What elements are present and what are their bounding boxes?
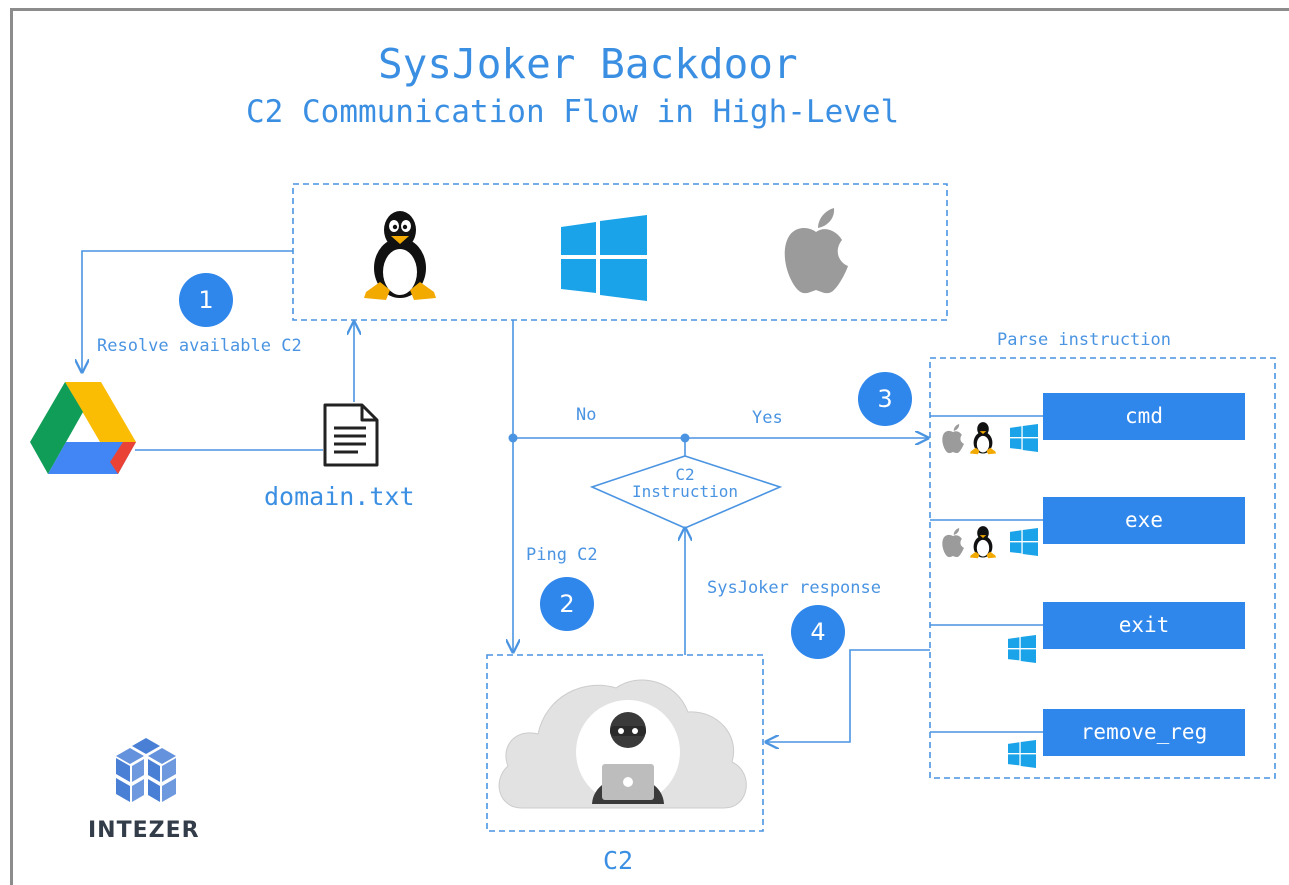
command-exit: exit	[1043, 602, 1245, 649]
step-1-badge: 1	[179, 273, 233, 327]
ping-c2-label: Ping C2	[526, 545, 598, 565]
yes-junction-dot	[680, 433, 690, 443]
c2-instruction-diamond	[589, 455, 783, 529]
yes-label: Yes	[752, 408, 783, 428]
command-cmd: cmd	[1043, 393, 1245, 440]
apple-icon	[784, 208, 848, 294]
response-arrow	[766, 649, 930, 742]
cmd-linux-icon	[969, 422, 997, 455]
domain-file-label: domain.txt	[264, 482, 415, 511]
resolve-arrow	[82, 250, 293, 372]
instruction-group-box	[929, 357, 1276, 779]
exit-windows-icon	[1008, 635, 1036, 663]
frame-border-top	[10, 8, 1289, 11]
exe-apple-icon	[942, 528, 964, 558]
os-group-box	[292, 183, 948, 321]
command-exe: exe	[1043, 497, 1245, 544]
step-2-badge: 2	[540, 577, 594, 631]
frame-border-left	[10, 8, 13, 885]
file-icon	[323, 403, 379, 467]
command-remove-reg: remove_reg	[1043, 709, 1245, 756]
diamond-line2-label: Instruction	[632, 482, 738, 501]
exe-windows-icon	[1010, 528, 1038, 556]
linux-icon	[364, 211, 436, 300]
resolve-label: Resolve available C2	[97, 336, 302, 356]
cmd-apple-icon	[942, 424, 964, 454]
exe-linux-icon	[969, 526, 997, 559]
windows-icon	[561, 215, 647, 301]
diamond-line1-label: C2	[675, 465, 695, 484]
step-4-badge: 4	[791, 605, 845, 659]
parse-instruction-label: Parse instruction	[997, 330, 1171, 350]
google-drive-icon	[30, 382, 136, 474]
c2-server-label: C2	[603, 846, 634, 875]
remove-reg-windows-icon	[1008, 740, 1036, 768]
brand-name: INTEZER	[88, 818, 200, 843]
step-3-badge: 3	[858, 372, 912, 426]
diagram-subtitle: C2 Communication Flow in High-Level	[246, 94, 900, 130]
c2-server-box	[486, 654, 764, 832]
no-label: No	[576, 405, 597, 425]
intezer-logo-icon	[116, 738, 176, 802]
cmd-windows-icon	[1010, 424, 1038, 452]
diagram-title: SysJoker Backdoor	[378, 40, 798, 88]
c2-cloud-hacker-icon	[498, 679, 747, 809]
no-junction-dot	[508, 433, 518, 443]
sysjoker-response-label: SysJoker response	[707, 578, 881, 598]
